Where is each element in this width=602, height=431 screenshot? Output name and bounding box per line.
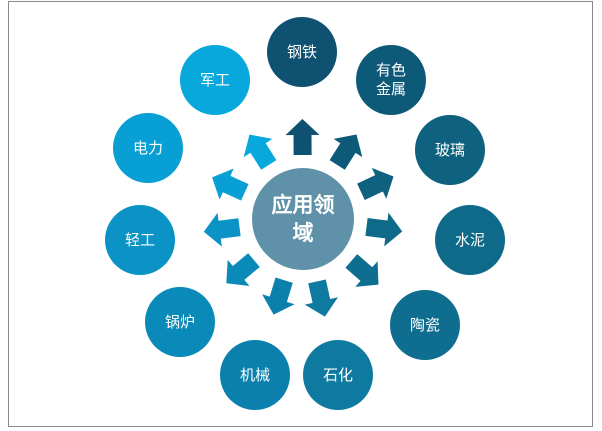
arrow-icon <box>365 212 403 247</box>
node-label: 陶瓷 <box>409 315 440 334</box>
node-circle: 军工 <box>180 45 250 115</box>
node-circle: 有色金属 <box>356 45 426 115</box>
frame-border <box>8 1 593 427</box>
node-label: 电力 <box>132 138 163 157</box>
arrow-icon <box>243 134 277 170</box>
node-label: 水泥 <box>454 230 485 249</box>
node-circle: 钢铁 <box>267 17 337 87</box>
center-node: 应用领域 <box>252 168 354 270</box>
arrow-icon <box>345 254 379 287</box>
node-circle: 电力 <box>113 113 183 183</box>
node-label: 钢铁 <box>286 42 317 61</box>
node-circle: 陶瓷 <box>390 290 460 360</box>
arrow-icon <box>357 167 394 200</box>
node-label: 石化 <box>322 365 353 384</box>
arrow-icon <box>212 168 249 201</box>
node-circle: 轻工 <box>105 205 175 275</box>
node-label: 机械 <box>239 365 270 384</box>
arrow-icon <box>262 277 295 315</box>
arrow-icon <box>304 279 338 317</box>
node-label: 轻工 <box>124 230 155 249</box>
node-circle: 机械 <box>220 340 290 410</box>
node-circle: 锅炉 <box>145 287 215 357</box>
node-circle: 水泥 <box>435 205 505 275</box>
node-label: 有色金属 <box>375 61 406 98</box>
arrow-icon <box>285 119 320 156</box>
arrow-icon <box>226 253 260 286</box>
node-circle: 玻璃 <box>415 115 485 185</box>
node-label: 玻璃 <box>434 140 465 159</box>
node-label: 军工 <box>199 70 230 89</box>
node-label: 锅炉 <box>164 312 195 331</box>
node-circle: 石化 <box>303 340 373 410</box>
center-label: 应用领域 <box>271 192 335 245</box>
arrow-icon <box>329 134 363 170</box>
arrow-icon <box>203 212 241 247</box>
